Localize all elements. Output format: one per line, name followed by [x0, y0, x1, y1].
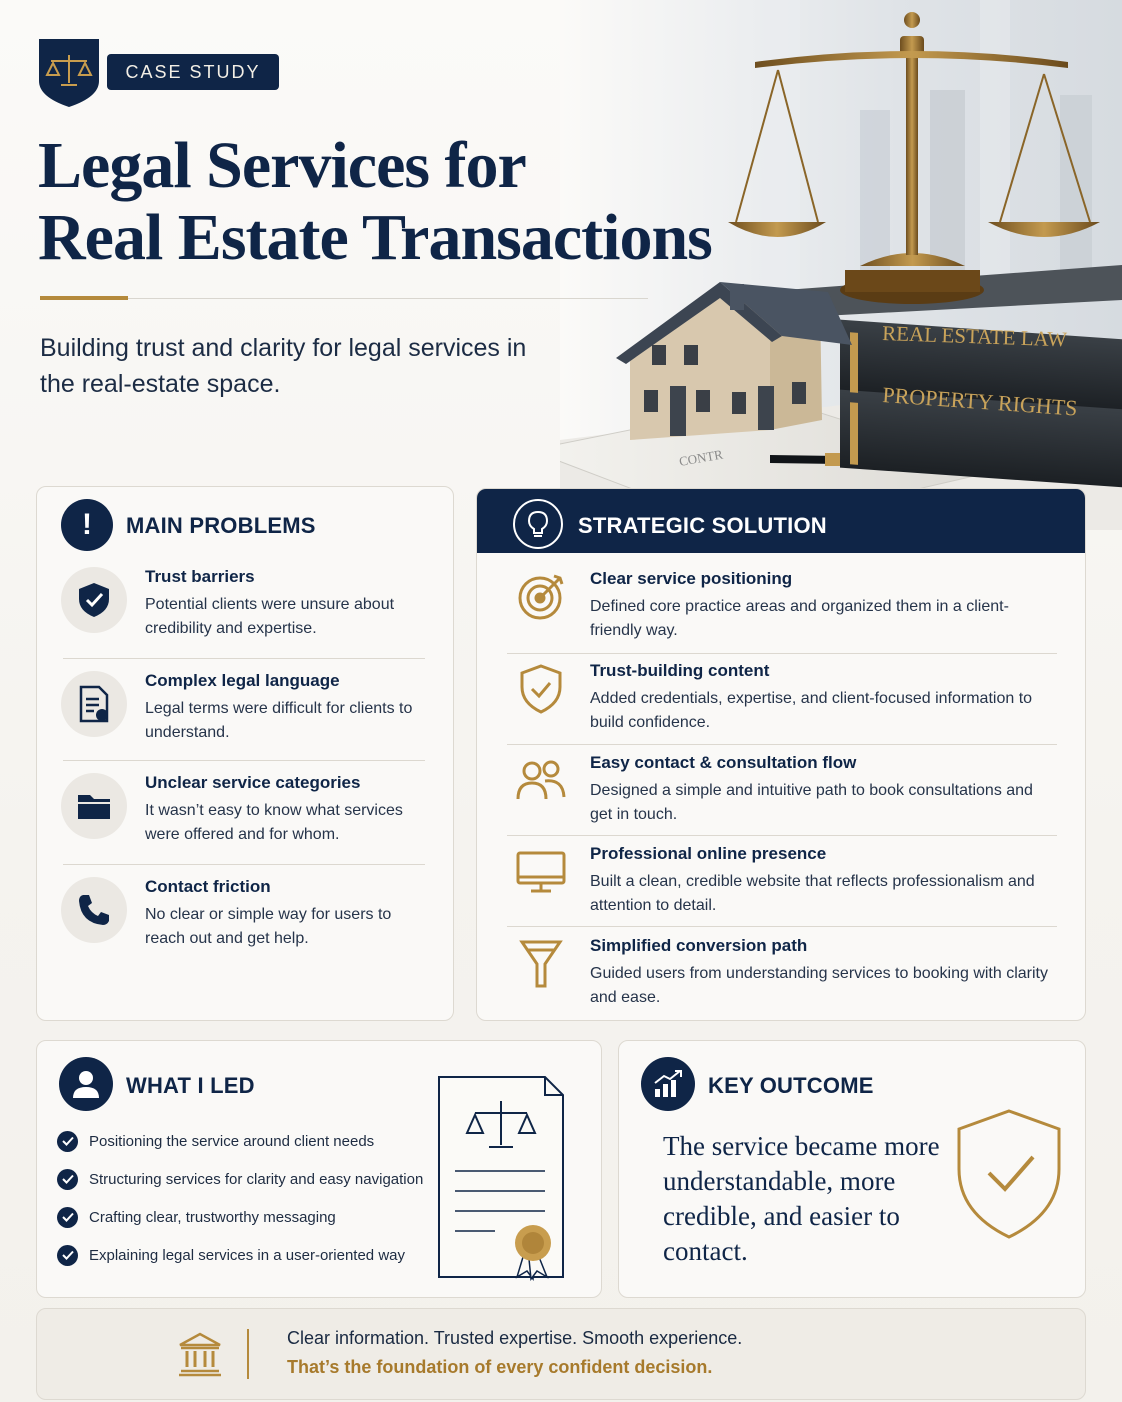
problem-title: Contact friction: [145, 877, 271, 896]
problem-title: Trust barriers: [145, 567, 255, 586]
problem-description: Potential clients were unsure about cred…: [145, 596, 395, 637]
closing-banner: Clear information. Trusted expertise. Sm…: [36, 1308, 1086, 1400]
divider: [507, 926, 1057, 927]
divider: [507, 835, 1057, 836]
solution-description: Designed a simple and intuitive path to …: [590, 782, 1033, 823]
divider: [507, 744, 1057, 745]
scales-shield-logo-icon: [39, 39, 99, 107]
problem-description: No clear or simple way for users to reac…: [145, 906, 392, 947]
key-outcome-statement: The service became more understandable, …: [663, 1131, 940, 1266]
main-problems-heading: MAIN PROBLEMS: [126, 513, 316, 538]
check-circle-icon: [57, 1206, 78, 1228]
footer-divider: [247, 1329, 249, 1379]
check-circle-icon: [57, 1168, 78, 1190]
check-circle-icon: [57, 1244, 78, 1266]
shield-check-icon: [957, 1109, 1061, 1239]
users-icon: [513, 753, 569, 809]
legal-document-icon: [61, 671, 127, 737]
law-books-icon: REAL ESTATE LAW PROPERTY RIGHTS: [785, 265, 1122, 488]
exclamation-icon: !: [61, 499, 113, 551]
footer-line-2: That’s the foundation of every confident…: [287, 1357, 713, 1377]
lightbulb-icon: [513, 499, 563, 549]
gold-accent-rule: [40, 296, 128, 300]
solution-title: Professional online presence: [590, 844, 827, 863]
case-study-badge: CASE STUDY: [107, 54, 279, 90]
led-item-text: Positioning the service around client ne…: [89, 1132, 375, 1150]
page-subtitle: Building trust and clarity for legal ser…: [40, 334, 527, 398]
shield-check-icon: [513, 661, 569, 717]
divider: [63, 658, 425, 659]
solution-description: Guided users from understanding services…: [590, 965, 1048, 1006]
what-i-led-card: WHAT I LED Positioning the service aroun…: [36, 1040, 602, 1298]
solution-description: Built a clean, credible website that ref…: [590, 873, 1035, 914]
solution-title: Easy contact & consultation flow: [590, 753, 857, 772]
led-item: Positioning the service around client ne…: [57, 1130, 374, 1152]
problem-description: Legal terms were difficult for clients t…: [145, 700, 413, 741]
hero-illustration: CONTR REAL ESTATE LAW PROPERTY RIGHTS: [560, 0, 1122, 530]
page-title-line-1: Legal Services for: [38, 129, 527, 202]
footer-line-1: Clear information. Trusted expertise. Sm…: [287, 1328, 743, 1348]
divider: [507, 653, 1057, 654]
divider: [63, 864, 425, 865]
divider: [63, 760, 425, 761]
key-outcome-heading: KEY OUTCOME: [708, 1073, 874, 1098]
led-item: Crafting clear, trustworthy messaging: [57, 1206, 336, 1228]
funnel-icon: [513, 936, 569, 992]
phone-icon: [61, 877, 127, 943]
problem-description: It wasn’t easy to know what services wer…: [145, 802, 403, 843]
title-divider: [128, 298, 648, 299]
led-item: Explaining legal services in a user-orie…: [57, 1244, 405, 1266]
strategic-solution-heading: STRATEGIC SOLUTION: [578, 513, 827, 538]
strategic-solution-header: STRATEGIC SOLUTION: [477, 489, 1085, 553]
key-outcome-card: KEY OUTCOME The service became more unde…: [618, 1040, 1086, 1298]
led-item-text: Explaining legal services in a user-orie…: [89, 1246, 405, 1264]
user-icon: [59, 1057, 113, 1111]
problem-title: Complex legal language: [145, 671, 340, 690]
solution-title: Trust-building content: [590, 661, 770, 680]
folder-icon: [61, 773, 127, 839]
solution-title: Simplified conversion path: [590, 936, 808, 955]
solution-title: Clear service positioning: [590, 569, 793, 588]
courthouse-icon: [179, 1332, 221, 1377]
solution-description: Defined core practice areas and organize…: [590, 598, 1009, 639]
hero-scene: CONTR REAL ESTATE LAW PROPERTY RIGHTS: [560, 0, 1122, 530]
target-icon: [513, 569, 569, 625]
house-model-icon: [616, 282, 852, 440]
led-item-text: Structuring services for clarity and eas…: [89, 1170, 424, 1188]
monitor-icon: [513, 844, 569, 900]
page-title: Legal Services for Real Estate Transacti…: [38, 130, 738, 274]
strategic-solution-card: STRATEGIC SOLUTION Clear service positio…: [476, 488, 1086, 1021]
led-item: Structuring services for clarity and eas…: [57, 1168, 423, 1190]
growth-chart-icon: [641, 1057, 695, 1111]
led-item-text: Crafting clear, trustworthy messaging: [89, 1208, 336, 1226]
main-problems-card: ! MAIN PROBLEMS Trust barriers Potential…: [36, 486, 454, 1021]
problem-title: Unclear service categories: [145, 773, 361, 792]
what-i-led-heading: WHAT I LED: [126, 1073, 255, 1098]
certified-document-icon: [438, 1076, 564, 1281]
scales-of-justice-icon: [728, 12, 1100, 304]
check-circle-icon: [57, 1130, 78, 1152]
solution-description: Added credentials, expertise, and client…: [590, 690, 1033, 731]
shield-check-icon: [61, 567, 127, 633]
page-title-line-2: Real Estate Transactions: [38, 201, 713, 274]
